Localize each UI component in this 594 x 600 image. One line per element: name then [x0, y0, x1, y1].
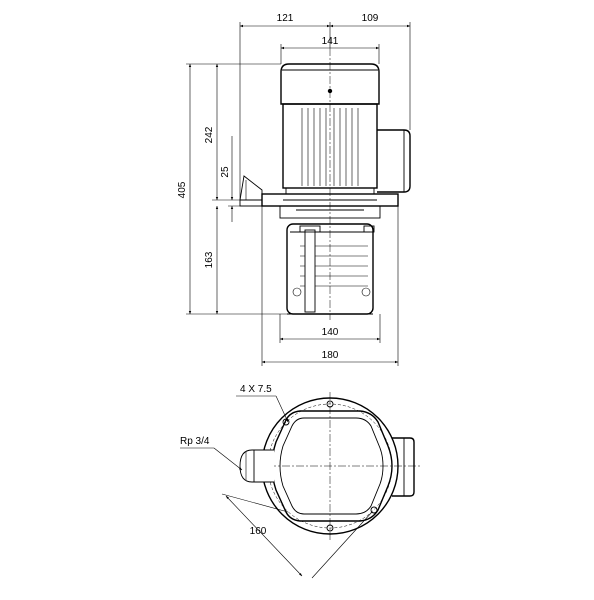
mounting-hole-icon — [326, 524, 334, 532]
mounting-hole-icon — [370, 506, 378, 514]
drain-plug-icon — [292, 287, 302, 297]
side-bolt — [363, 225, 375, 233]
holes-label: 4 X 7.5 — [240, 384, 272, 395]
pipe-clamp — [299, 225, 321, 233]
motor-cooling-fins — [301, 108, 359, 186]
dim-405: 405 — [177, 181, 188, 198]
dim-242: 242 — [204, 126, 215, 143]
inlet-port — [239, 449, 274, 483]
dim-109: 109 — [362, 13, 379, 24]
top-view-dimensions: 4 X 7.5 Rp 3/4 160 — [180, 384, 373, 579]
suction-pipe — [304, 229, 316, 313]
terminal-box — [377, 129, 411, 193]
flange-extension — [239, 199, 263, 207]
terminal-box-top — [392, 437, 415, 497]
dim-163: 163 — [204, 251, 215, 268]
side-view — [239, 48, 411, 320]
motor-inner-outline — [279, 417, 384, 515]
pump-neck — [279, 205, 381, 219]
mounting-hole-icon — [326, 400, 334, 408]
motor-fan-cover — [280, 63, 380, 105]
thread-label: Rp 3/4 — [180, 436, 210, 447]
dim-140: 140 — [322, 327, 339, 338]
dim-121: 121 — [277, 13, 294, 24]
motor-screw-icon — [327, 88, 333, 94]
side-view-dimensions: 121 109 141 405 242 25 163 140 — [177, 13, 411, 366]
dim-141: 141 — [322, 36, 339, 47]
discharge-outlet — [239, 175, 263, 201]
dim-180: 180 — [322, 350, 339, 361]
dim-25: 25 — [220, 166, 231, 178]
top-view — [239, 392, 420, 540]
dim-160: 160 — [250, 526, 267, 537]
